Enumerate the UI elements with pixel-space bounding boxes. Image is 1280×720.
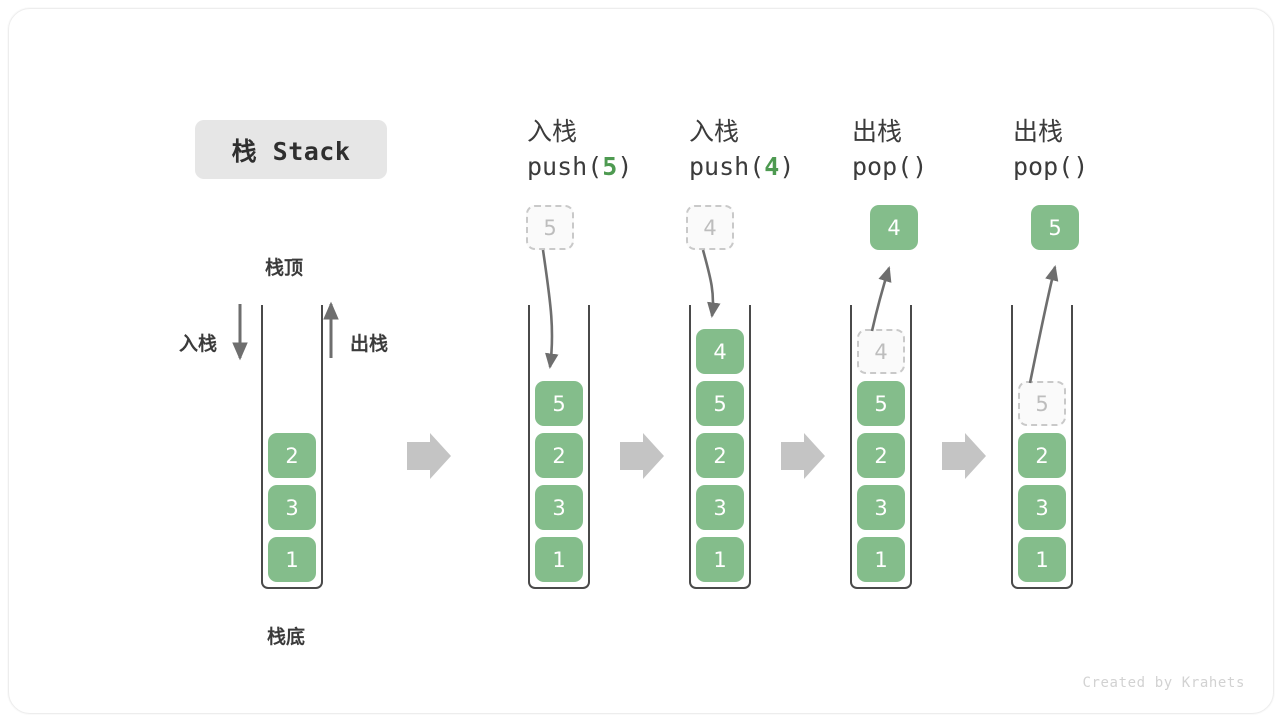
figure-title: 栈 Stack (195, 120, 387, 179)
code-arg: 4 (764, 152, 780, 181)
stack-walls (1011, 305, 1073, 589)
stack-cell: 5 (696, 381, 744, 426)
stage-label-cn: 入栈 (689, 117, 740, 146)
figure-canvas: 栈 Stack 栈顶 入栈 出栈 栈底 2 3 1 入栈 push(5) 5 5… (8, 8, 1274, 714)
step-arrow (781, 433, 825, 479)
step-arrow (620, 433, 664, 479)
stack-cell: 1 (857, 537, 905, 582)
stack-cell: 1 (535, 537, 583, 582)
stack-walls (850, 305, 912, 589)
stack-cell: 2 (857, 433, 905, 478)
step-arrow (942, 433, 986, 479)
code-suffix: ) (912, 152, 928, 181)
stack-walls (689, 305, 751, 589)
stack-walls (528, 305, 590, 589)
code-prefix: push( (527, 152, 603, 181)
stack-cell: 2 (268, 433, 316, 478)
code-prefix: push( (689, 152, 765, 181)
stack-cell-ghost: 5 (1018, 381, 1066, 426)
stack-cell: 3 (1018, 485, 1066, 530)
stack-cell: 3 (268, 485, 316, 530)
stack-container-pop-5: 5 2 3 1 (1011, 305, 1073, 589)
stack-container-push-4: 4 5 2 3 1 (689, 305, 751, 589)
stack-container-pop-4: 4 5 2 3 1 (850, 305, 912, 589)
stack-container-initial: 2 3 1 (261, 305, 323, 589)
floating-box-pop-4: 4 (870, 205, 918, 250)
code-prefix: pop( (852, 152, 913, 181)
stack-cell: 3 (696, 485, 744, 530)
stage-label-code: pop() (1013, 150, 1088, 183)
stack-cell: 2 (1018, 433, 1066, 478)
stack-walls (261, 305, 323, 589)
floating-box-push-4: 4 (686, 205, 734, 250)
stack-cell: 1 (696, 537, 744, 582)
floating-box-pop-5: 5 (1031, 205, 1079, 250)
stack-cell: 1 (1018, 537, 1066, 582)
code-prefix: pop( (1013, 152, 1074, 181)
watermark: Created by Krahets (1082, 675, 1245, 691)
stack-cell: 3 (857, 485, 905, 530)
stack-cell: 1 (268, 537, 316, 582)
code-suffix: ) (779, 152, 795, 181)
label-pop-side: 出栈 (350, 333, 389, 355)
stage-label-code: pop() (852, 150, 927, 183)
stack-cell: 5 (857, 381, 905, 426)
stage-label-push-5: 入栈 push(5) (527, 115, 632, 183)
stack-container-push-5: 5 2 3 1 (528, 305, 590, 589)
stage-label-cn: 出栈 (1013, 117, 1064, 146)
code-suffix: ) (617, 152, 633, 181)
code-arg: 5 (602, 152, 618, 181)
stage-label-push-4: 入栈 push(4) (689, 115, 794, 183)
stage-label-code: push(4) (689, 150, 794, 183)
label-stack-bottom: 栈底 (267, 626, 306, 648)
label-stack-top: 栈顶 (265, 257, 304, 279)
floating-box-push-5: 5 (526, 205, 574, 250)
stack-cell: 4 (696, 329, 744, 374)
label-push-side: 入栈 (179, 333, 218, 355)
stack-cell-ghost: 4 (857, 329, 905, 374)
stage-label-pop-5: 出栈 pop() (1013, 115, 1088, 183)
stack-cell: 2 (696, 433, 744, 478)
step-arrow (407, 433, 451, 479)
stage-label-cn: 出栈 (852, 117, 903, 146)
code-suffix: ) (1073, 152, 1089, 181)
stage-label-pop-4: 出栈 pop() (852, 115, 927, 183)
stack-cell: 3 (535, 485, 583, 530)
stack-cell: 2 (535, 433, 583, 478)
stage-label-code: push(5) (527, 150, 632, 183)
stack-cell: 5 (535, 381, 583, 426)
stage-label-cn: 入栈 (527, 117, 578, 146)
